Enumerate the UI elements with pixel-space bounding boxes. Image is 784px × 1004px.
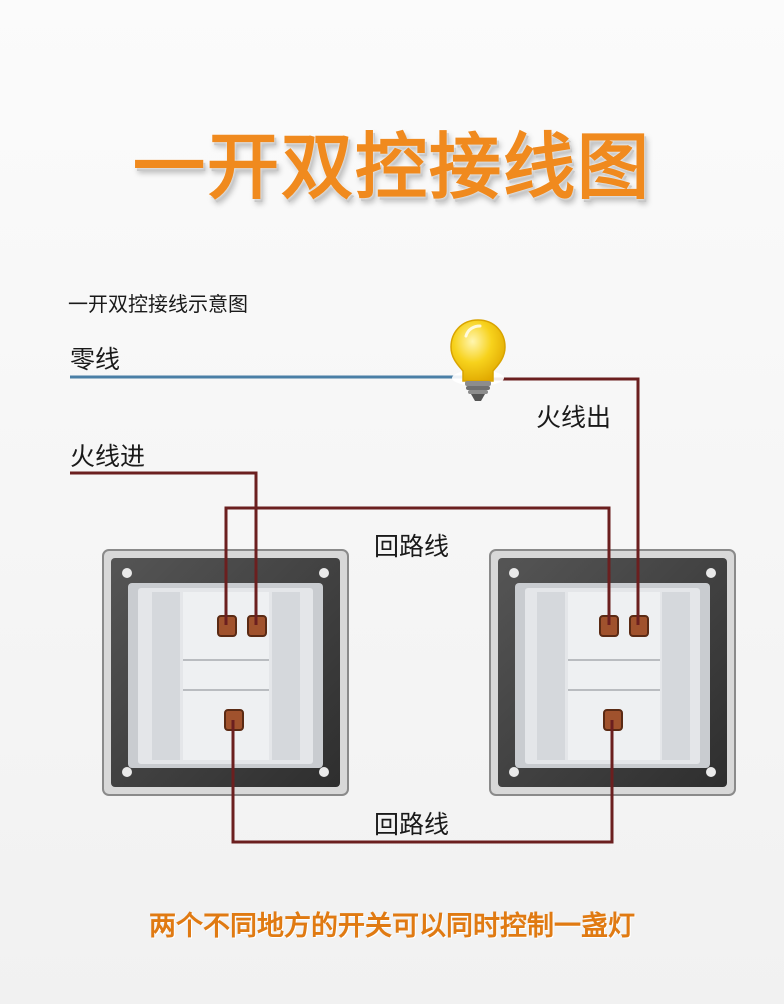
live-out-wire — [490, 377, 640, 625]
diagram-subtitle: 一开双控接线示意图 — [68, 292, 248, 316]
live-in-wire — [70, 471, 258, 625]
neutral-wire-label: 零线 — [70, 345, 121, 374]
traveler-wire-bottom — [231, 720, 614, 844]
bottom-caption: 两个不同地方的开关可以同时控制一盏灯 — [149, 911, 635, 942]
traveler-bottom-label: 回路线 — [374, 810, 450, 839]
live-in-label: 火线进 — [70, 442, 146, 471]
page-title: 一开双控接线图 — [132, 125, 651, 209]
switch-right — [489, 549, 736, 796]
switch-left — [102, 549, 349, 796]
light-bulb-icon — [450, 319, 506, 401]
live-out-label: 火线出 — [536, 403, 612, 432]
traveler-top-label: 回路线 — [374, 532, 450, 561]
traveler-wire-top — [224, 506, 611, 625]
